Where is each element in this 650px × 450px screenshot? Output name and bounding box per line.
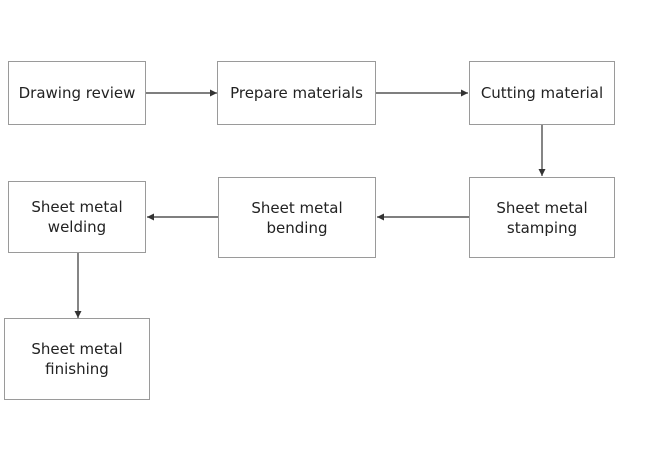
step-cutting-material: Cutting material [469, 61, 615, 125]
step-sheet-metal-bending: Sheet metal bending [218, 177, 376, 258]
step-sheet-metal-finishing: Sheet metal finishing [4, 318, 150, 400]
step-drawing-review: Drawing review [8, 61, 146, 125]
step-prepare-materials: Prepare materials [217, 61, 376, 125]
step-sheet-metal-stamping: Sheet metal stamping [469, 177, 615, 258]
step-sheet-metal-welding: Sheet metal welding [8, 181, 146, 253]
